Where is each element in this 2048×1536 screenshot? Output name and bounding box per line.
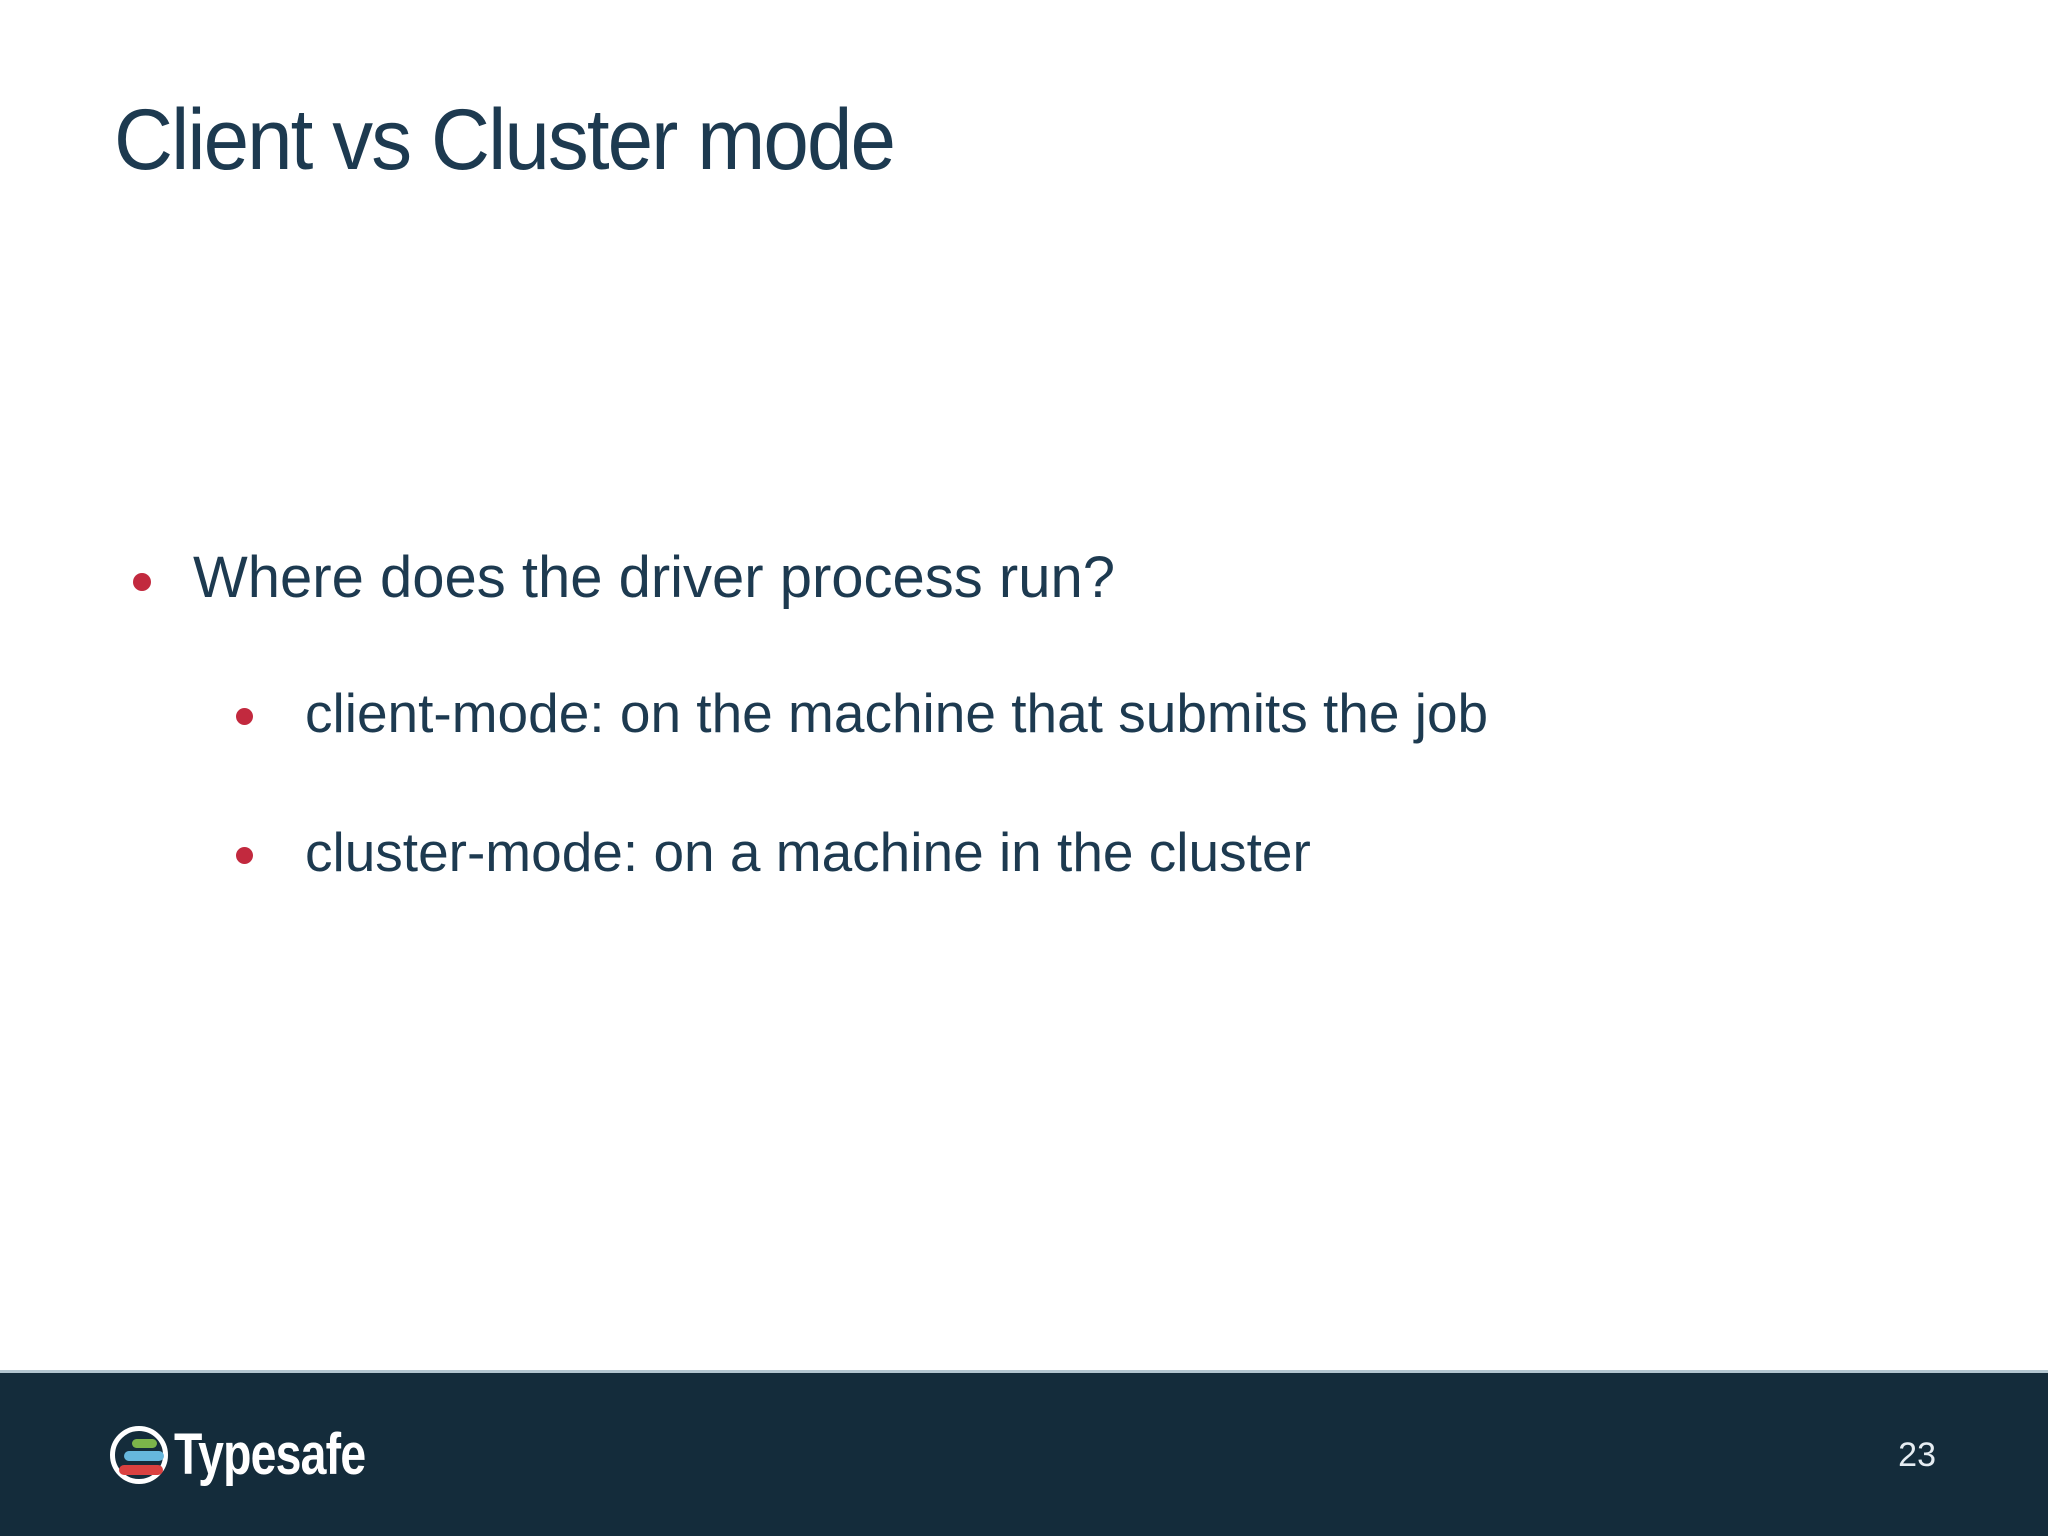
brand-group: Typesafe	[110, 1421, 413, 1487]
bullet-item-level2: cluster-mode: on a machine in the cluste…	[236, 825, 1311, 880]
typesafe-logo-icon	[110, 1425, 168, 1484]
page-number: 23	[1898, 1435, 1936, 1474]
bullet-text: cluster-mode: on a machine in the cluste…	[305, 821, 1311, 883]
bullet-icon	[236, 708, 253, 725]
brand-wordmark: Typesafe	[174, 1421, 366, 1487]
slide-title: Client vs Cluster mode	[114, 92, 896, 188]
logo-ring	[110, 1425, 168, 1484]
bullet-text: client-mode: on the machine that submits…	[305, 682, 1489, 744]
bullet-icon	[133, 573, 151, 591]
bullet-text: Where does the driver process run?	[193, 545, 1115, 610]
logo-bar-red	[119, 1464, 163, 1475]
bullet-icon	[236, 847, 253, 864]
bullet-item-level2: client-mode: on the machine that submits…	[236, 686, 1488, 741]
footer-bar: Typesafe 23	[0, 1370, 2048, 1536]
bullet-item-level1: Where does the driver process run?	[133, 549, 1115, 607]
logo-bar-green	[132, 1438, 157, 1448]
logo-bar-blue	[124, 1450, 164, 1461]
